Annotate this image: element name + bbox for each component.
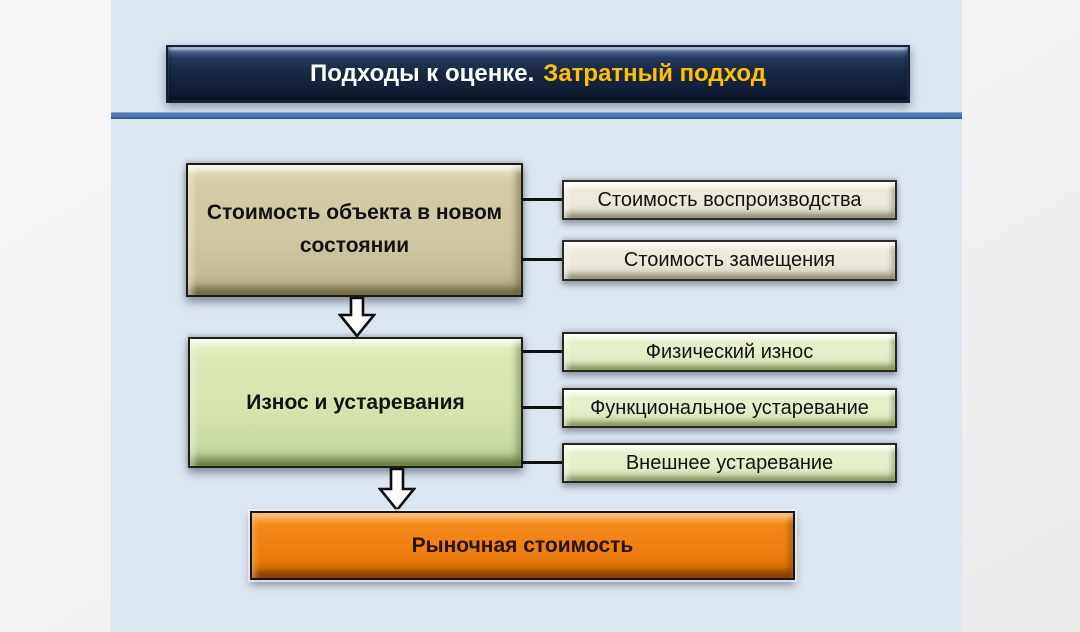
reproduction-cost-box: Стоимость воспроизводства <box>562 180 897 220</box>
slide-title-bar: Подходы к оценке. Затратный подход <box>166 45 910 103</box>
replacement-cost-label: Стоимость замещения <box>623 249 836 271</box>
title-divider-line <box>111 112 962 119</box>
down-arrow-icon <box>338 297 376 337</box>
wear-obsolescence-label: Износ и устаревания <box>246 390 465 414</box>
physical-wear-label: Физический износ <box>645 340 814 363</box>
external-obsolescence-box: Внешнее устаревание <box>562 443 897 483</box>
slide-title-text: Подходы к оценке. <box>309 60 535 87</box>
slide-title-highlight: Затратный подход <box>543 60 766 87</box>
replacement-cost-box: Стоимость замещения <box>562 240 897 281</box>
market-value-label: Рыночная стоимость <box>411 533 634 557</box>
connector-line-functional <box>521 406 563 409</box>
functional-obsolescence-label: Функциональное устаревание <box>590 396 869 419</box>
market-value-box: Рыночная стоимость <box>250 511 795 580</box>
cost-new-condition-label: Стоимость объекта в новом состоянии <box>206 201 503 257</box>
connector-line-physical <box>521 350 563 353</box>
connector-line-external <box>521 461 563 464</box>
wear-obsolescence-box: Износ и устаревания <box>188 337 523 468</box>
physical-wear-box: Физический износ <box>562 332 897 372</box>
cost-new-condition-box: Стоимость объекта в новом состоянии <box>186 163 523 297</box>
connector-line-replacement <box>521 258 563 261</box>
reproduction-cost-label: Стоимость воспроизводства <box>597 188 862 211</box>
functional-obsolescence-box: Функциональное устаревание <box>562 388 897 428</box>
down-arrow-icon <box>378 468 416 511</box>
external-obsolescence-label: Внешнее устаревание <box>625 451 834 474</box>
connector-line-reproduction <box>521 198 563 201</box>
